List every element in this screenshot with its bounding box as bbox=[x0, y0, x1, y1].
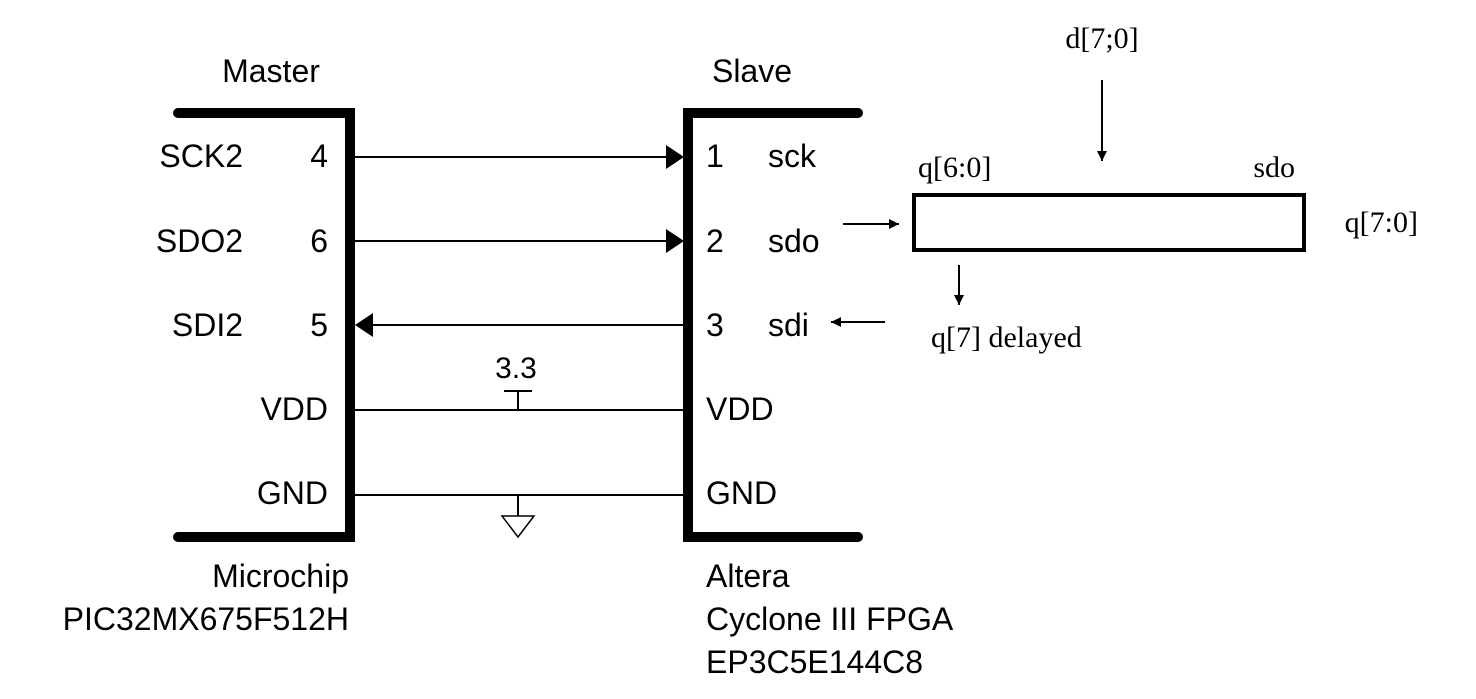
master-chip-outline bbox=[173, 108, 355, 542]
sdo-arrowhead-icon bbox=[666, 229, 684, 253]
slave-pin-name-vdd: VDD bbox=[706, 391, 774, 427]
register-name-label: q[7:0] bbox=[1345, 206, 1418, 239]
master-part-label: PIC32MX675F512H bbox=[63, 601, 349, 637]
sck-arrowhead-icon bbox=[666, 145, 684, 169]
slave-pin-name-sck: sck bbox=[768, 138, 817, 174]
sdi-arrowhead-icon bbox=[355, 313, 373, 337]
ground-symbol-icon bbox=[500, 515, 536, 539]
register-right-label: sdo bbox=[1253, 151, 1295, 184]
master-vendor-label: Microchip bbox=[212, 558, 349, 594]
master-pin-number-6: 6 bbox=[310, 223, 328, 259]
slave-part-label: EP3C5E144C8 bbox=[706, 644, 923, 680]
slave-pin-name-sdi: sdi bbox=[768, 307, 809, 343]
slave-pin-number-3: 3 bbox=[706, 307, 724, 343]
slave-heading: Slave bbox=[712, 53, 792, 89]
master-pin-number-5: 5 bbox=[310, 307, 328, 343]
slave-pin-name-gnd: GND bbox=[706, 475, 777, 511]
slave-pin-number-1: 1 bbox=[706, 138, 724, 174]
slave-vendor-label: Altera bbox=[706, 558, 790, 594]
slave-chip-outline bbox=[683, 108, 863, 542]
supply-voltage-label: 3.3 bbox=[495, 352, 537, 385]
master-pin-name-sck2: SCK2 bbox=[159, 138, 243, 174]
slave-pin-number-2: 2 bbox=[706, 223, 724, 259]
slave-family-label: Cyclone III FPGA bbox=[706, 601, 954, 637]
master-heading: Master bbox=[222, 53, 320, 89]
master-pin-number-4: 4 bbox=[310, 138, 328, 174]
master-pin-name-sdi2: SDI2 bbox=[172, 307, 243, 343]
register-input-label: d[7;0] bbox=[1065, 22, 1138, 55]
register-left-label: q[6:0] bbox=[918, 151, 991, 184]
register-output-label: q[7] delayed bbox=[931, 321, 1082, 354]
master-pin-name-gnd: GND bbox=[257, 475, 328, 511]
master-pin-name-vdd: VDD bbox=[260, 391, 328, 427]
slave-pin-name-sdo: sdo bbox=[768, 223, 820, 259]
master-pin-name-sdo2: SDO2 bbox=[156, 223, 243, 259]
shift-register-box bbox=[912, 193, 1306, 252]
